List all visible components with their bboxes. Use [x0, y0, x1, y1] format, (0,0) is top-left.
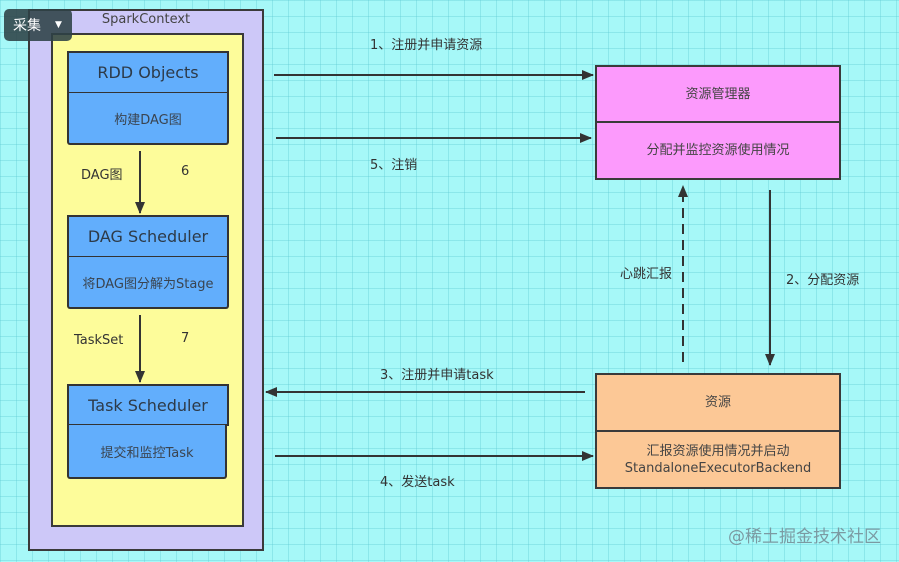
task-scheduler-header: Task Scheduler	[67, 384, 229, 426]
dag-graph-label: DAG图	[81, 168, 123, 183]
arrow-label-register-task: 3、注册并申请task	[380, 368, 494, 383]
step-7-label: 7	[181, 331, 190, 346]
arrow-label-allocate: 2、分配资源	[786, 273, 860, 288]
resource-body-line1: 汇报资源使用情况并启动	[646, 443, 790, 459]
collect-button[interactable]: 采集 ▼	[4, 9, 72, 41]
arrow-label-heartbeat: 心跳汇报	[620, 267, 673, 282]
watermark: @稀土掘金技术社区	[728, 527, 881, 547]
spark-context-title: SparkContext	[101, 12, 191, 27]
collect-button-label: 采集	[13, 18, 41, 34]
step-6-label: 6	[181, 164, 190, 179]
resource-manager-header: 资源管理器	[595, 65, 841, 123]
arrow-label-unregister: 5、注销	[370, 158, 418, 173]
resource-manager-body: 分配并监控资源使用情况	[595, 121, 841, 180]
dag-scheduler-body: 将DAG图分解为Stage	[67, 257, 229, 309]
task-scheduler-body: 提交和监控Task	[67, 425, 227, 479]
chevron-down-icon: ▼	[55, 20, 62, 30]
resource-header: 资源	[595, 373, 841, 432]
resource-body: 汇报资源使用情况并启动 StandaloneExecutorBackend	[595, 430, 841, 489]
resource-body-line2: StandaloneExecutorBackend	[624, 460, 812, 476]
arrow-label-send-task: 4、发送task	[380, 475, 455, 490]
taskset-label: TaskSet	[74, 333, 124, 348]
rdd-objects-body: 构建DAG图	[67, 93, 229, 145]
dag-scheduler-header: DAG Scheduler	[67, 215, 229, 258]
rdd-objects-header: RDD Objects	[67, 51, 229, 94]
arrow-label-register-resource: 1、注册并申请资源	[370, 38, 483, 53]
